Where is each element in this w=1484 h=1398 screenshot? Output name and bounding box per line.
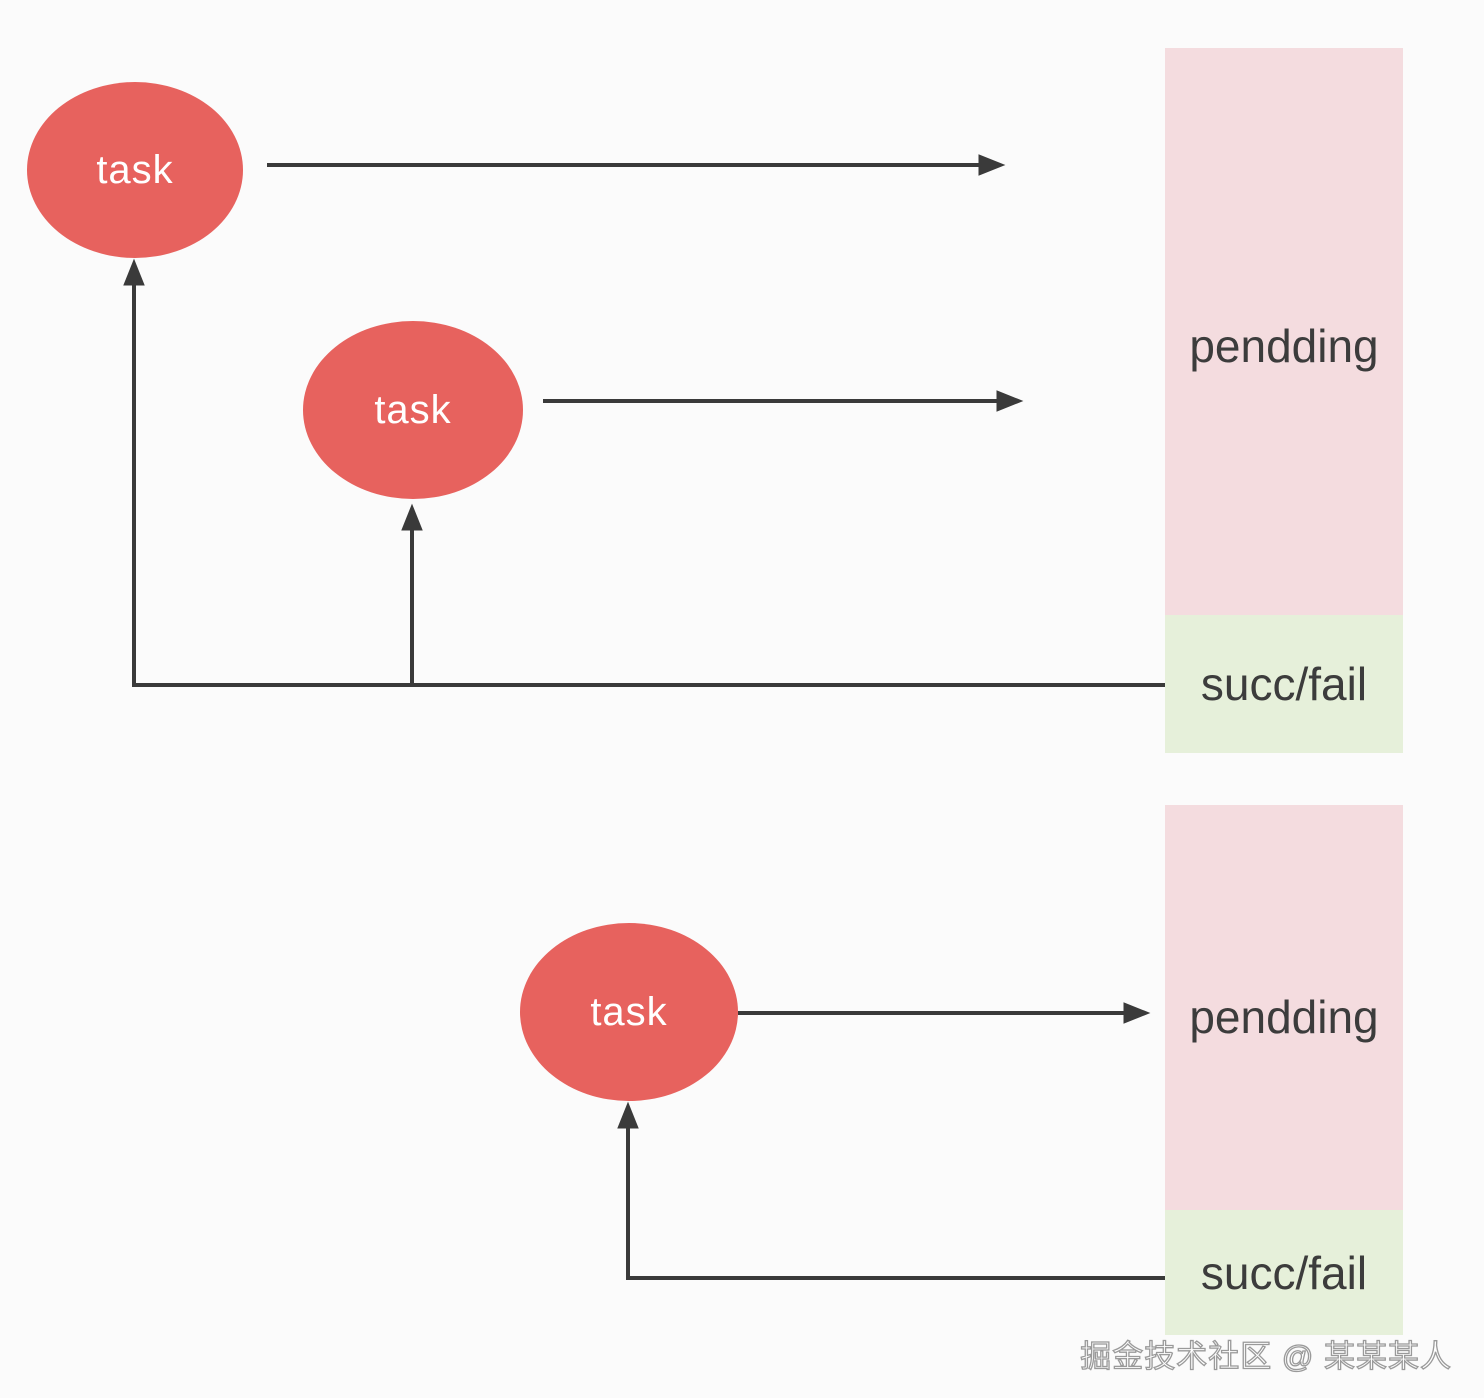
- succ-fail-label-bottom: succ/fail: [1200, 1246, 1368, 1299]
- pending-label-bottom: pendding: [1189, 990, 1379, 1043]
- task-node-2-label: task: [374, 387, 452, 432]
- arrow-result-to-task1: [123, 258, 1165, 687]
- succ-fail-label-top: succ/fail: [1200, 658, 1368, 710]
- task-node-1-label: task: [96, 147, 174, 192]
- pending-label-top: pendding: [1189, 319, 1379, 372]
- task-node-2: task: [303, 321, 523, 499]
- task-node-3: task: [520, 923, 738, 1101]
- arrow-result-to-task3: [617, 1101, 1165, 1280]
- task-node-1: task: [27, 82, 243, 258]
- pending-state-box-top: pendding: [1165, 48, 1403, 615]
- task-node-3-label: task: [590, 989, 668, 1034]
- succ-fail-state-box-bottom: succ/fail: [1165, 1210, 1403, 1335]
- pending-state-box-bottom: pendding: [1165, 805, 1403, 1210]
- watermark: 掘金技术社区 @ 某某某人: [1080, 1338, 1452, 1374]
- succ-fail-state-box-top: succ/fail: [1165, 615, 1403, 753]
